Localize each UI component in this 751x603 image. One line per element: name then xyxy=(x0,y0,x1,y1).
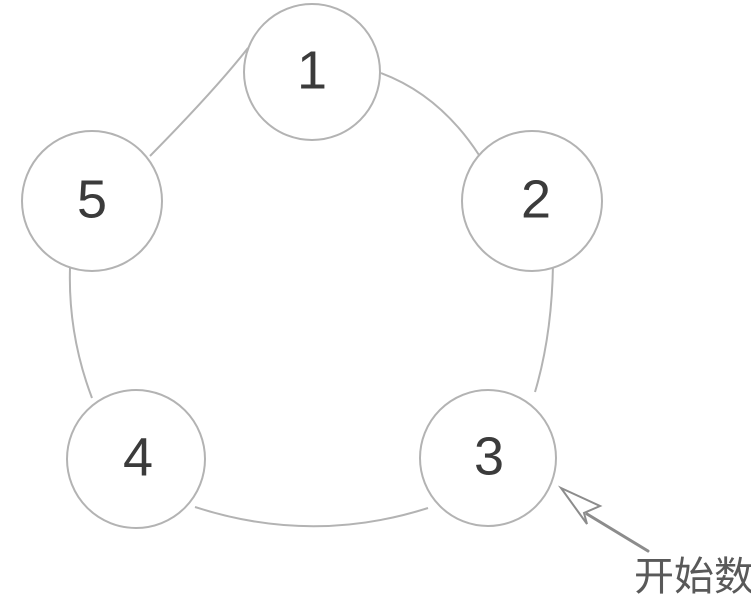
node-5-circle[interactable] xyxy=(21,130,163,272)
callout-arrow-head-icon xyxy=(557,485,603,525)
node-1-label: 1 xyxy=(297,40,327,100)
node-3[interactable]: 3 xyxy=(419,389,557,527)
edge-group xyxy=(68,47,554,528)
edge-arc-4-5 xyxy=(68,267,93,399)
callout-arrow-shaft xyxy=(585,512,650,553)
node-3-label: 3 xyxy=(474,426,504,486)
node-1-circle[interactable] xyxy=(243,3,381,141)
edge-arc-2-3 xyxy=(534,263,554,393)
node-1[interactable]: 1 xyxy=(243,3,381,141)
node-2-circle[interactable] xyxy=(461,130,603,272)
start-count-label: 开始数 xyxy=(634,554,751,600)
node-4-circle[interactable] xyxy=(66,389,206,529)
edge-arc-5-1 xyxy=(149,47,249,157)
node-5[interactable]: 5 xyxy=(21,130,163,272)
node-4-label: 4 xyxy=(123,427,153,487)
node-3-circle[interactable] xyxy=(419,389,557,527)
edge-arc-1-2 xyxy=(380,72,480,156)
node-4[interactable]: 4 xyxy=(66,389,206,529)
edge-arc-3-4 xyxy=(194,506,429,528)
node-2[interactable]: 2 xyxy=(461,130,603,272)
node-2-label: 2 xyxy=(521,169,551,229)
start-count-arrow xyxy=(557,485,650,553)
node-5-label: 5 xyxy=(77,169,107,229)
